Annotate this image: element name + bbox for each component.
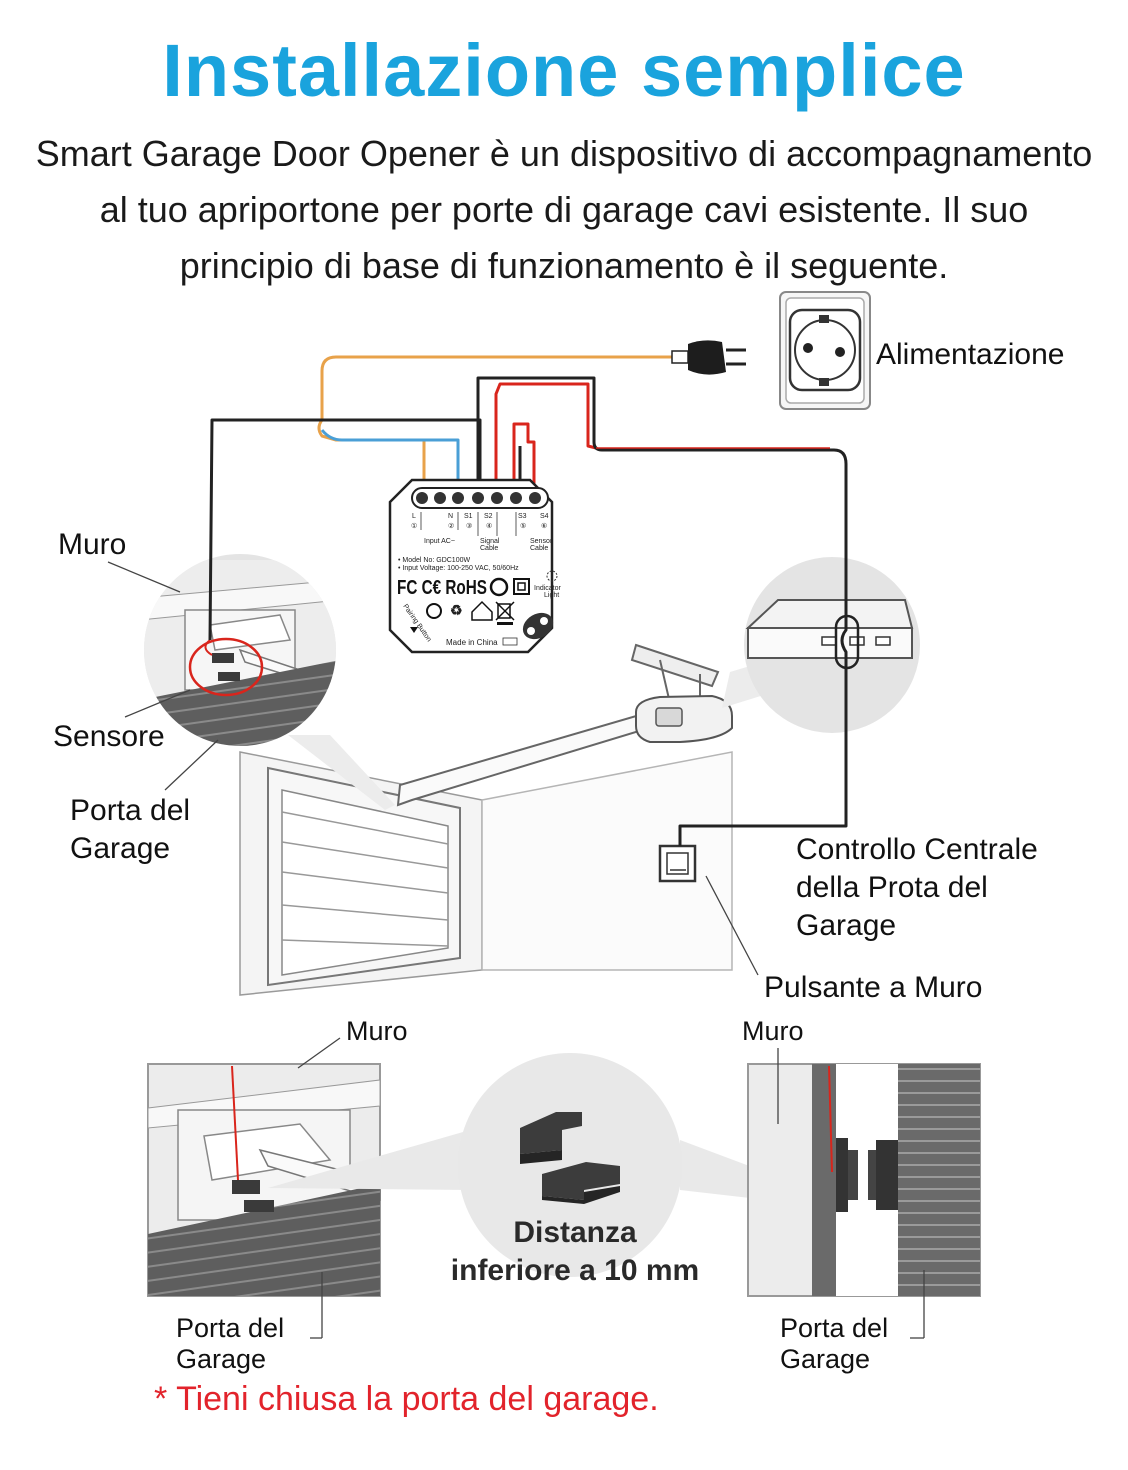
label-central-control: Controllo Centrale della Prota del Garag… [796,831,1038,945]
weee-bin-icon [495,601,515,625]
indoor-use-icon [471,600,493,621]
wiring [208,355,860,846]
garage-scene [239,643,733,996]
label-door-bottom-left: Porta del Garage [176,1313,284,1375]
smart-garage-device: L N S1 S2 S3 S4 ① ② ③ ④ ⑤ ⑥ Input AC~ Si… [388,478,562,654]
distance-line: inferiore a 10 mm [450,1254,700,1287]
label-door-top: Porta del Garage [70,792,190,868]
terminal-label-s1: S1 [464,513,473,520]
label-door-bottom-right: Porta del Garage [780,1313,888,1375]
indicator-light-icon [546,570,558,582]
intro-text: Smart Garage Door Opener è un dispositiv… [0,126,1128,294]
label-power: Alimentazione [876,338,1065,371]
label-wall-top: Muro [58,528,127,561]
power-socket [779,291,871,410]
label-door-line: Porta del [176,1313,285,1343]
label-sensor: Sensore [53,720,165,753]
input-label: Input AC~ [424,538,455,545]
terminal-label-s2: S2 [484,513,493,520]
label-wall-bottom-right: Muro [742,1016,804,1046]
terminal-screws [416,492,541,504]
certification-icon [489,577,509,597]
garage-opener-motor [635,694,733,743]
intro-line: al tuo apriportone per porte di garage c… [99,189,1029,230]
label-door-top-line: Garage [70,832,171,865]
power-plug [671,340,746,375]
intro-line: Smart Garage Door Opener è un dispositiv… [35,133,1093,174]
model-number: • Model No: GDC100W [398,557,470,564]
label-control-line: Controllo Centrale [796,833,1038,866]
label-control-line: della Prota del [796,871,988,904]
double-insulation-icon [513,578,530,595]
sensor-gap-zoom [458,1053,682,1277]
signal-label-2: Cable [480,545,498,552]
terminal-number-1: ① [411,522,417,530]
recycling-symbol: ♻ [450,602,463,618]
device-mount-screws [522,612,554,640]
made-in-label: Made in China [446,638,498,647]
sensor-cable-label-1: Sensor [530,538,553,545]
indicator-label-2: Light [544,592,559,599]
garage-door [267,766,461,987]
footer-note: * Tieni chiusa la porta del garage. [154,1380,659,1418]
label-control-line: Garage [796,909,897,942]
terminal-number-3: ③ [466,522,472,530]
bottom-left-sensor-detail [147,1063,381,1297]
distance-label: Distanza inferiore a 10 mm [420,1214,730,1290]
sensor-highlight [188,637,264,697]
signal-label-1: Signal [480,538,500,545]
opener-zoom [744,557,920,733]
bottom-right-sensor-detail [747,1063,981,1297]
label-door-line: Garage [780,1344,871,1374]
recycle-icon [426,603,442,619]
page-title: Installazione semplice [162,29,966,112]
pairing-arrow-icon [410,627,418,633]
terminal-number-5: ⑤ [520,522,526,530]
terminal-label-s4: S4 [540,513,549,520]
label-wall-bottom-left: Muro [346,1016,408,1046]
terminal-number-2: ② [448,522,454,530]
terminal-number-6: ⑥ [541,522,547,530]
leader-lines [107,561,759,976]
label-door-line: Porta del [780,1313,889,1343]
sensor-zoom [144,554,336,746]
indicator-label-1: Indicator [534,585,562,592]
terminal-label-l: L [412,513,416,520]
wall-button [658,844,697,883]
terminal-label-n: N [448,513,453,520]
label-door-line: Garage [176,1344,267,1374]
label-wall-button: Pulsante a Muro [764,971,983,1004]
intro-line: principio di base di funzionamento è il … [179,245,949,286]
terminal-label-s3: S3 [518,513,527,520]
terminal-number-4: ④ [486,522,492,530]
input-voltage: • Input Voltage: 100-250 VAC, 50/60Hz [398,565,519,572]
sensor-cable-label-2: Cable [530,545,548,552]
label-door-top-line: Porta del [70,794,191,827]
distance-line: Distanza [513,1216,637,1249]
certification-marks: FC C€ RoHS [397,577,487,599]
